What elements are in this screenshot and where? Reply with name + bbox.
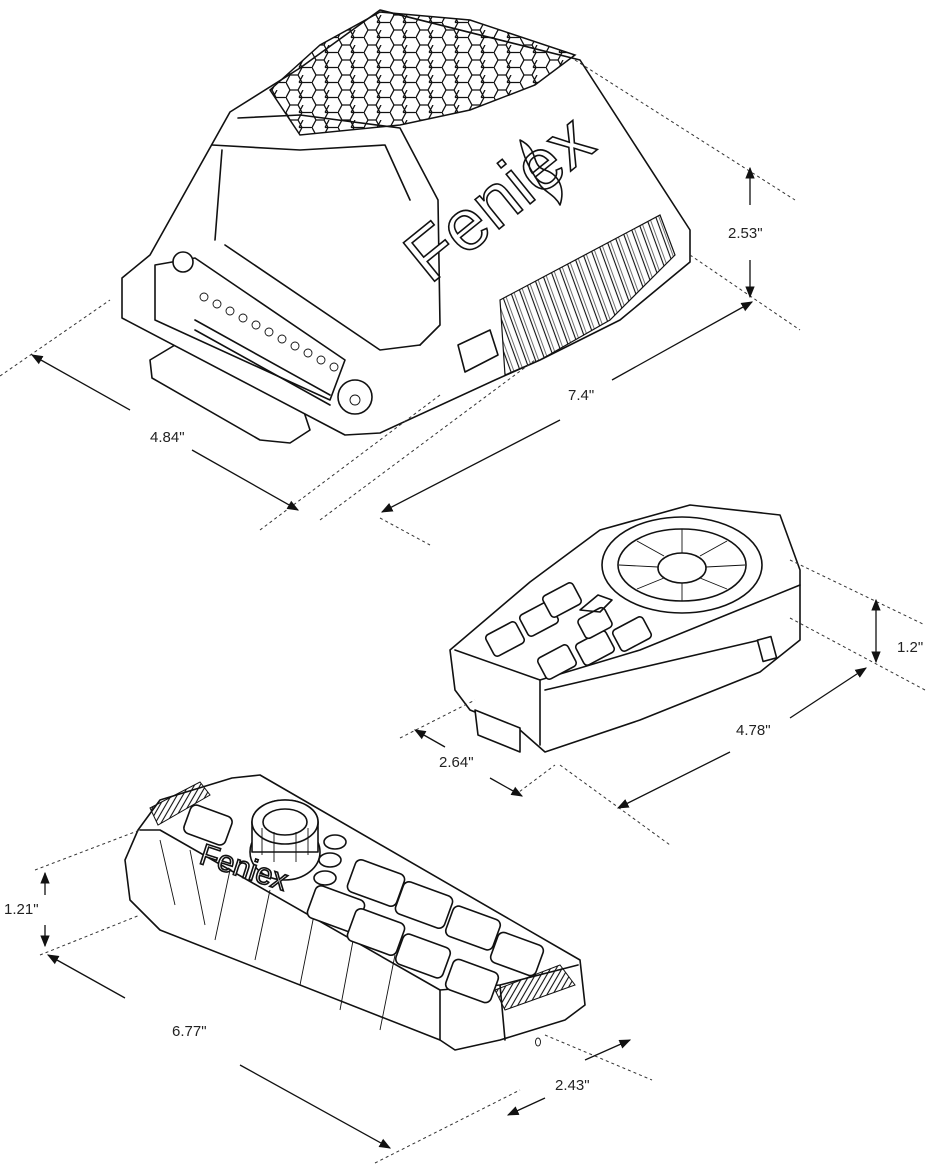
handheld-buttons (484, 582, 653, 680)
cable-connector (474, 709, 521, 753)
handheld-height-label: 1.2" (895, 639, 926, 656)
rj45-port (457, 329, 499, 373)
control-module-width-label: 4.84" (148, 429, 187, 446)
side-wedges (159, 839, 396, 1031)
handheld-dimension-lines (399, 559, 926, 846)
end-ribs-right (494, 964, 576, 1011)
handheld-controller-drawing (449, 504, 801, 753)
keypad-height-label: 1.21" (2, 901, 41, 918)
keypad-buttons (183, 804, 545, 1004)
control-module-dimension-lines (0, 59, 801, 546)
honeycomb-grille (269, 11, 577, 136)
control-module-drawing: Feniex (121, 9, 691, 444)
cooling-fins (499, 214, 676, 376)
phoenix-icon (519, 139, 563, 206)
center-button (657, 552, 707, 584)
handheld-phoenix-icon (579, 594, 613, 613)
keypad-length-label: 6.77" (170, 1023, 209, 1040)
handheld-length-label: 4.78" (734, 722, 773, 739)
keypad-controller-drawing: Feniex (124, 774, 586, 1051)
terminal-screws (199, 292, 339, 372)
end-ribs-left (149, 781, 211, 826)
control-module-length-label: 7.4" (566, 387, 597, 404)
keypad-dimension-lines (34, 829, 653, 1164)
control-module-height-label: 2.53" (726, 225, 765, 242)
keypad-width-label: 2.43" (553, 1077, 592, 1094)
handheld-width-label: 2.64" (437, 754, 476, 771)
